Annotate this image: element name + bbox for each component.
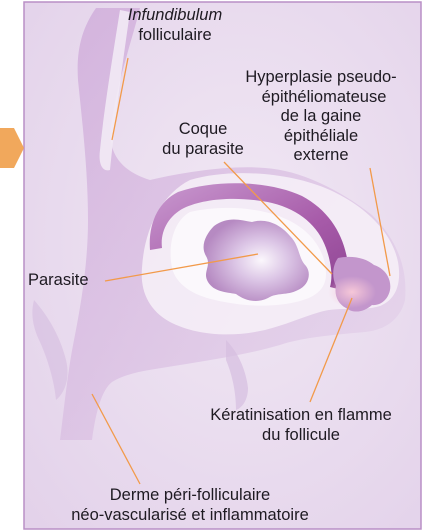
label-hyperplasie-line1: Hyperplasie pseudo- [226,68,416,88]
label-coque-line2: du parasite [148,140,258,160]
label-hyperplasie-line2: épithéliomateuse [226,88,416,108]
label-derme: Derme péri-folliculaire néo-vascularisé … [40,486,340,525]
keratinisation-glow [328,276,376,308]
label-keratinisation-line1: Kératinisation en flamme [186,406,416,426]
label-derme-line2: néo-vascularisé et inflammatoire [40,506,340,526]
label-keratinisation: Kératinisation en flamme du follicule [186,406,416,445]
label-infundibulum-line2: folliculaire [100,26,250,46]
label-coque: Coque du parasite [148,120,258,159]
label-parasite: Parasite [28,271,104,291]
label-coque-line1: Coque [148,120,258,140]
label-parasite-text: Parasite [28,271,104,291]
label-infundibulum-line1: Infundibulum [100,6,250,26]
label-keratinisation-line2: du follicule [186,426,416,446]
orange-arrow-marker [0,128,24,168]
label-derme-line1: Derme péri-folliculaire [40,486,340,506]
label-infundibulum: Infundibulum folliculaire [100,6,250,45]
